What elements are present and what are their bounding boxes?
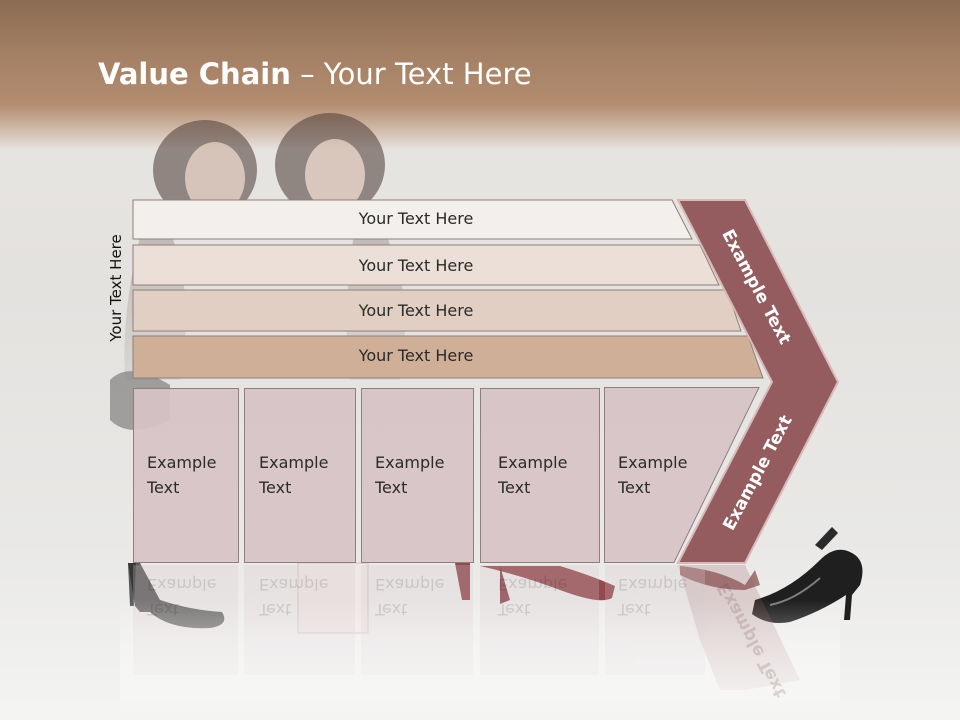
title-bold: Value Chain: [98, 57, 291, 91]
activity-reflection-1-line2: Text: [147, 600, 180, 619]
activity-reflection-5-line2: Text: [618, 600, 651, 619]
activity-reflection-2-line1: Example: [259, 575, 329, 594]
slide-title: Value Chain – Your Text Here: [98, 52, 532, 96]
activity-text-4-line2: Text: [498, 478, 531, 497]
activity-text-2-line2: Text: [259, 478, 292, 497]
activity-reflection-4-line2: Text: [498, 600, 531, 619]
activity-reflection-1-line1: Example: [147, 575, 217, 594]
activity-text-3-line1: Example: [375, 453, 445, 472]
value-bar-2: [132, 244, 720, 286]
activity-text-1-reflection: Text Example: [147, 572, 216, 622]
chevron-arrow: [676, 199, 840, 564]
activity-text-5-reflection: Text Example: [618, 572, 687, 622]
activity-box-5: [604, 387, 760, 563]
activity-text-2-reflection: Text Example: [259, 572, 328, 622]
bar-group: [132, 199, 764, 379]
activity-reflection-4-line1: Example: [498, 575, 568, 594]
title-rest: – Your Text Here: [290, 57, 532, 91]
activity-text-3-reflection: Text Example: [375, 572, 444, 622]
bar-label-3: Your Text Here: [358, 301, 474, 320]
activity-text-3-line2: Text: [375, 478, 408, 497]
activity-reflection-3-line1: Example: [375, 575, 445, 594]
activity-reflection-2-line2: Text: [259, 600, 292, 619]
activity-reflection-5-line1: Example: [618, 575, 688, 594]
activity-text-1-line1: Example: [147, 453, 217, 472]
bar-label-1: Your Text Here: [358, 209, 474, 228]
activity-text-1-line2: Text: [147, 478, 180, 497]
activity-text-2-line1: Example: [259, 453, 329, 472]
bar-label-4: Your Text Here: [358, 346, 474, 365]
activity-text-4-line1: Example: [498, 453, 568, 472]
activity-box-4: [480, 388, 600, 563]
activity-text-4-reflection: Text Example: [498, 572, 567, 622]
header-band: [0, 0, 960, 150]
bar-label-2: Your Text Here: [358, 256, 474, 275]
activity-reflection-3-line2: Text: [375, 600, 408, 619]
activity-box-3: [361, 388, 474, 563]
activity-text-5-line1: Example: [618, 453, 688, 472]
activity-box-2: [244, 388, 356, 563]
activity-text-5-line2: Text: [618, 478, 651, 497]
value-bar-4: [132, 335, 764, 379]
activity-box-1: [133, 388, 239, 563]
value-bar-3: [132, 289, 742, 332]
value-bar-1: [132, 199, 693, 240]
